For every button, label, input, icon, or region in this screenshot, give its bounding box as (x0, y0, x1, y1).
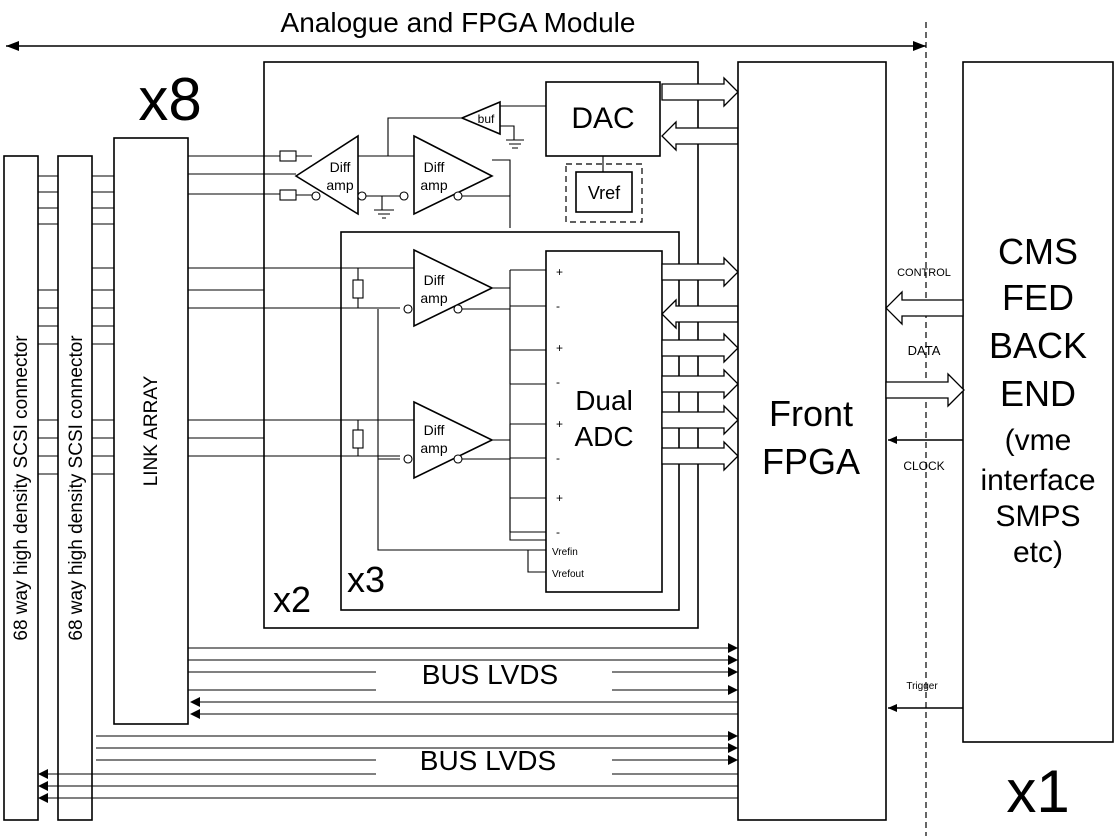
module-title: Analogue and FPGA Module (281, 7, 636, 38)
scsi-connector-2: 68 way high density SCSI connector (57, 155, 93, 821)
svg-text:+: + (556, 265, 563, 279)
multiplier-x8: x8 (138, 66, 201, 133)
multiplier-x2: x2 (273, 579, 311, 620)
link-array: LINK ARRAY (113, 137, 189, 725)
clock-label: CLOCK (903, 459, 944, 473)
connector-stubs (38, 175, 114, 475)
svg-text:interface: interface (980, 464, 1095, 497)
svg-text:amp: amp (420, 177, 447, 193)
svg-text:Diff: Diff (424, 159, 445, 175)
vref-block: Vref (565, 163, 643, 223)
trigger-label: Trigger (906, 681, 938, 692)
buffer-amp: buf (459, 100, 501, 136)
adc-input-wiring (188, 267, 546, 573)
buffer-label: buf (478, 112, 495, 126)
diff-amp-top-left: Diff amp (294, 134, 359, 216)
svg-text:-: - (556, 375, 560, 389)
diff-amp-top-right: Diff amp (413, 134, 494, 216)
link-array-label: LINK ARRAY (141, 375, 162, 486)
bus-lvds-1-label: BUS LVDS (422, 659, 558, 690)
dac-label: DAC (571, 102, 634, 135)
svg-text:FED: FED (1002, 277, 1074, 318)
data-label: DATA (908, 343, 941, 358)
svg-text:CMS: CMS (998, 231, 1078, 272)
scsi-connector-1: 68 way high density SCSI connector (3, 155, 39, 821)
adc-fpga-arrows (661, 76, 739, 472)
svg-text:amp: amp (326, 177, 353, 193)
svg-text:+: + (556, 341, 563, 355)
svg-text:+: + (556, 417, 563, 431)
adc-label-2: ADC (574, 421, 633, 452)
front-fpga-label-2: FPGA (762, 441, 860, 482)
svg-text:Diff: Diff (424, 272, 445, 288)
control-label: CONTROL (897, 267, 951, 279)
front-fpga: Front FPGA (737, 61, 887, 821)
svg-text:(vme: (vme (1005, 424, 1072, 457)
svg-text:etc): etc) (1013, 536, 1063, 569)
svg-text:-: - (556, 525, 560, 539)
svg-text:Diff: Diff (424, 422, 445, 438)
svg-text:amp: amp (420, 440, 447, 456)
diff-amp-adc-2: Diff amp (413, 400, 494, 480)
dual-adc: Dual ADC + - + - + - + - Vrefin Vrefout (545, 250, 663, 593)
multiplier-x3: x3 (347, 559, 385, 600)
adc-vrefin-label: Vrefin (552, 547, 578, 558)
svg-text:-: - (556, 451, 560, 465)
adc-vrefout-label: Vrefout (552, 569, 584, 580)
svg-text:amp: amp (420, 290, 447, 306)
diff-amp-adc-1: Diff amp (413, 248, 494, 328)
diff-amp-top-wiring (188, 150, 511, 228)
bus-lvds-2: BUS LVDS (38, 731, 738, 803)
cms-fed-backend: CMS FED BACK END (vme interface SMPS etc… (962, 61, 1114, 743)
front-fpga-label-1: Front (769, 393, 853, 434)
svg-text:SMPS: SMPS (995, 500, 1080, 533)
scsi-connector-2-label: 68 way high density SCSI connector (66, 335, 87, 641)
multiplier-x1: x1 (1006, 758, 1069, 825)
dac-wiring (387, 105, 604, 172)
dac-block: DAC (545, 81, 661, 157)
bus-lvds-2-label: BUS LVDS (420, 745, 556, 776)
svg-text:Diff: Diff (330, 159, 351, 175)
adc-label-1: Dual (575, 385, 633, 416)
bus-lvds-1: BUS LVDS (188, 643, 738, 719)
vref-label: Vref (588, 183, 621, 203)
fpga-backend-signals: CONTROL DATA CLOCK Trigger (885, 267, 965, 712)
svg-text:BACK: BACK (989, 325, 1087, 366)
svg-text:-: - (556, 299, 560, 313)
svg-text:END: END (1000, 373, 1076, 414)
svg-text:+: + (556, 491, 563, 505)
scsi-connector-1-label: 68 way high density SCSI connector (11, 335, 32, 641)
